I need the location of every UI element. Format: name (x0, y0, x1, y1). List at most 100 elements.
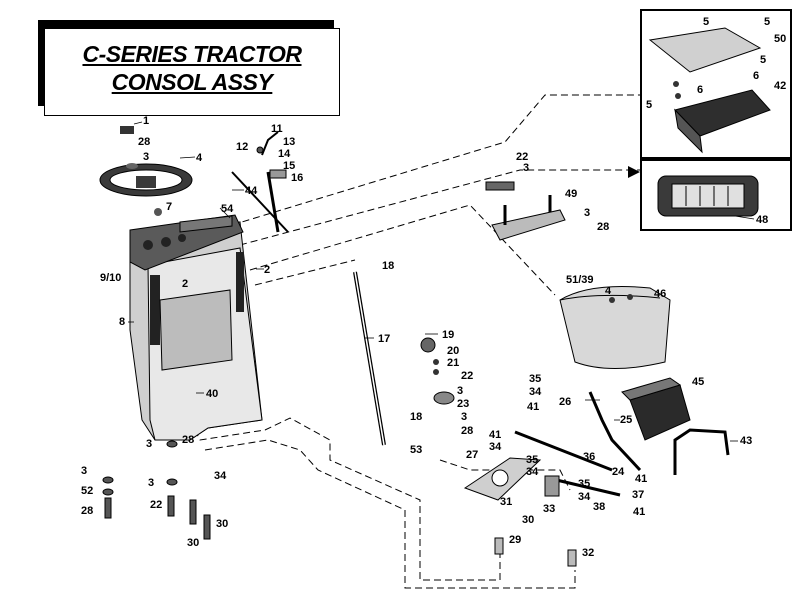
callout-17: 17 (378, 333, 390, 345)
callout-34d: 34 (526, 466, 539, 478)
callout-41d: 41 (633, 506, 645, 518)
callout-5d: 5 (646, 99, 652, 111)
callout-4: 4 (196, 152, 203, 164)
callout-4b: 4 (605, 285, 612, 297)
callout-28: 28 (138, 136, 150, 148)
callout-34e: 34 (578, 491, 591, 503)
callout-53: 53 (410, 444, 422, 456)
callout-45: 45 (692, 376, 704, 388)
callout-8: 8 (119, 316, 125, 328)
callout-43: 43 (740, 435, 752, 447)
callout-3h: 3 (584, 207, 590, 219)
callout-14: 14 (278, 148, 291, 160)
callout-18b: 18 (410, 411, 422, 423)
callout-3d: 3 (148, 477, 154, 489)
bracket-49 (485, 181, 566, 241)
callout-41b: 41 (489, 429, 501, 441)
guide-lines (189, 94, 640, 589)
callout-28b: 28 (182, 434, 194, 446)
callout-41c: 41 (635, 473, 647, 485)
callout-40: 40 (206, 388, 218, 400)
linkage-19-23 (420, 337, 455, 405)
throttle-parts (231, 131, 289, 233)
callout-3c: 3 (81, 465, 87, 477)
callout-34a: 34 (214, 470, 227, 482)
rod-17 (353, 271, 386, 446)
tank-46 (559, 286, 671, 369)
callout-30a: 30 (216, 518, 228, 530)
callout-16: 16 (291, 172, 303, 184)
callout-3e: 3 (457, 385, 463, 397)
callout-15: 15 (283, 160, 295, 172)
callout-42: 42 (774, 80, 786, 92)
module-42 (648, 27, 771, 154)
callout-31: 31 (500, 496, 512, 508)
callout-12: 12 (236, 141, 248, 153)
callout-50: 50 (774, 33, 786, 45)
callout-32: 32 (582, 547, 594, 559)
callout-46: 46 (654, 288, 666, 300)
callout-3: 3 (143, 151, 149, 163)
callout-28e: 28 (597, 221, 609, 233)
callout-labels: 1 28 3 4 7 54 44 11 12 13 14 15 16 9/10 … (81, 16, 786, 559)
callout-3b: 3 (146, 438, 152, 450)
callout-29: 29 (509, 534, 521, 546)
callout-48: 48 (756, 214, 768, 226)
pedal-linkage (463, 430, 621, 567)
callout-30c: 30 (522, 514, 534, 526)
steering-wheel (99, 126, 233, 233)
callout-6b: 6 (697, 84, 703, 96)
callout-38: 38 (593, 501, 605, 513)
title-line-2: CONSOL ASSY (111, 69, 273, 95)
callout-22c: 22 (516, 151, 528, 163)
callout-9-10: 9/10 (100, 272, 121, 284)
callout-49: 49 (565, 188, 577, 200)
callout-13: 13 (283, 136, 295, 148)
callout-23: 23 (457, 398, 469, 410)
callout-35b: 35 (526, 454, 538, 466)
part-48 (657, 175, 759, 217)
console-body (129, 214, 263, 441)
bolts-left (102, 440, 211, 540)
callout-2a: 2 (182, 278, 188, 290)
callout-33: 33 (543, 503, 555, 515)
leader-lines (128, 121, 755, 442)
callout-37: 37 (632, 489, 644, 501)
callout-2b: 2 (264, 264, 270, 276)
callout-35a: 35 (529, 373, 541, 385)
callout-5a: 5 (703, 16, 709, 28)
callout-51-39: 51/39 (566, 274, 594, 286)
callout-22b: 22 (461, 370, 473, 382)
callout-41a: 41 (527, 401, 539, 413)
title-line-1: C-SERIES TRACTOR (82, 41, 302, 67)
callout-28d: 28 (461, 425, 473, 437)
callout-7: 7 (166, 201, 172, 213)
callout-24: 24 (612, 466, 625, 478)
callout-22a: 22 (150, 499, 162, 511)
callout-26: 26 (559, 396, 571, 408)
callout-36: 36 (583, 451, 595, 463)
callout-28c: 28 (81, 505, 93, 517)
callout-34b: 34 (529, 386, 542, 398)
callout-3f: 3 (461, 411, 467, 423)
battery-45 (588, 377, 730, 475)
callout-1: 1 (143, 115, 149, 127)
callout-20: 20 (447, 345, 459, 357)
arrow-head (628, 166, 640, 178)
callout-35c: 35 (578, 478, 590, 490)
callout-5b: 5 (764, 16, 770, 28)
callout-52: 52 (81, 485, 93, 497)
callout-27: 27 (466, 449, 478, 461)
callout-5c: 5 (760, 54, 766, 66)
title-box: C-SERIES TRACTOR CONSOL ASSY (44, 28, 340, 116)
callout-54: 54 (221, 203, 234, 215)
callout-3g: 3 (523, 162, 529, 174)
callout-6a: 6 (753, 70, 759, 82)
callout-18a: 18 (382, 260, 394, 272)
callout-21: 21 (447, 357, 459, 369)
callout-30b: 30 (187, 537, 199, 549)
callout-19: 19 (442, 329, 454, 341)
callout-44: 44 (245, 185, 258, 197)
